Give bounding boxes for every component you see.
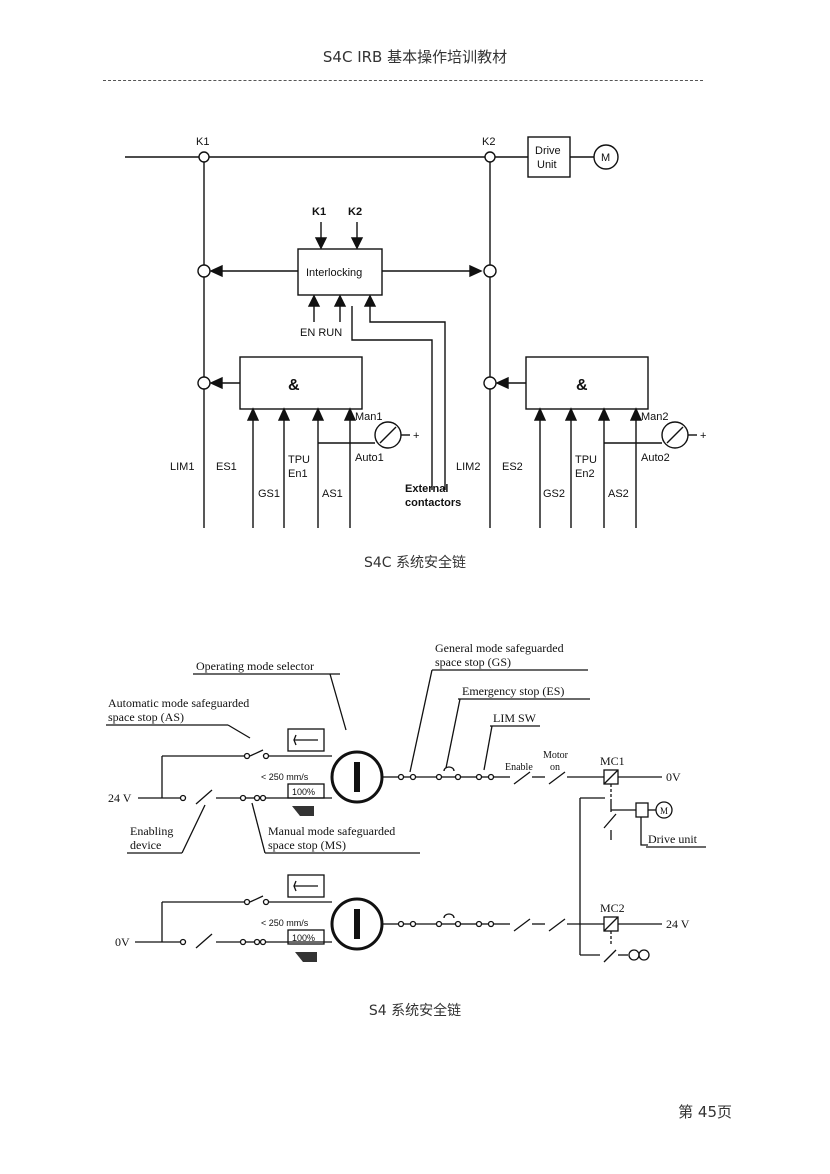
pct2-label: 100% <box>292 933 315 943</box>
drive-unit-box <box>527 136 571 178</box>
gs1-label: GS1 <box>258 488 280 500</box>
ext-line2-label: contactors <box>405 497 461 509</box>
and1-label: & <box>288 377 300 394</box>
pct1-label: 100% <box>292 787 315 797</box>
ms-line2-label: space stop (MS) <box>268 838 346 852</box>
tpu2-label: TPU <box>575 454 597 466</box>
plus1-label: + <box>413 430 419 442</box>
motor-symbol-2 <box>655 801 673 819</box>
mc2-label: MC2 <box>600 901 625 915</box>
as1-label: AS1 <box>322 488 343 500</box>
diagram1-caption: S4C 系统安全链 <box>363 555 467 571</box>
as-line1-label: Automatic mode safeguarded <box>108 696 249 710</box>
diagram2-caption: S4 系统安全链 <box>368 1003 462 1019</box>
auto-mode-icon-1 <box>287 728 325 752</box>
interlock-in-k2-label: K2 <box>348 206 362 218</box>
drive-unit-box <box>635 802 649 818</box>
enable-label: Enable <box>505 762 533 773</box>
speed2-label: < 250 mm/s <box>261 918 309 928</box>
interlocking-label: Interlocking <box>306 267 362 279</box>
op-mode-selector-label: Operating mode selector <box>196 659 314 673</box>
motor-circle <box>593 144 619 170</box>
en-run-label: EN RUN <box>300 327 342 339</box>
motor-label: M <box>601 152 610 164</box>
auto-mode-icon-2 <box>287 874 325 898</box>
drive-unit-line1-label: Drive <box>535 145 561 157</box>
v0-left-label: 0V <box>115 935 130 949</box>
en1-label: En1 <box>288 468 308 480</box>
motor-on-line2-label: on <box>550 762 560 773</box>
as-line2-label: space stop (AS) <box>108 710 184 724</box>
gs2-label: GS2 <box>543 488 565 500</box>
enabling-line1-label: Enabling <box>130 824 173 838</box>
k1-label: K1 <box>196 136 209 148</box>
man2-label: Man2 <box>641 411 669 423</box>
gs-line2-label: space stop (GS) <box>435 655 511 669</box>
interlock-in-k1-label: K1 <box>312 206 326 218</box>
and2-label: & <box>576 377 588 394</box>
motor-symbol-label: M <box>660 806 668 816</box>
hand-icon-2 <box>295 952 317 962</box>
v24-right-label: 24 V <box>666 917 690 931</box>
ms-line1-label: Manual mode safeguarded <box>268 824 395 838</box>
es1-label: ES1 <box>216 461 237 473</box>
man1-label: Man1 <box>355 411 383 423</box>
lim2-label: LIM2 <box>456 461 480 473</box>
k2-label: K2 <box>482 136 495 148</box>
auto2-label: Auto2 <box>641 452 670 464</box>
gs-line1-label: General mode safeguarded <box>435 641 564 655</box>
page-number: 第 45页 <box>678 1103 732 1121</box>
v0-top-label: 0V <box>666 770 681 784</box>
mc1-label: MC1 <box>600 754 625 768</box>
drive-unit-line2-label: Unit <box>537 159 557 171</box>
header-rule <box>103 80 703 81</box>
lim1-label: LIM1 <box>170 461 194 473</box>
ext-line1-label: External <box>405 483 448 495</box>
plus2-label: + <box>700 430 706 442</box>
auto1-label: Auto1 <box>355 452 384 464</box>
hand-icon-1 <box>292 806 314 816</box>
enabling-line2-label: device <box>130 838 161 852</box>
es-label: Emergency stop (ES) <box>462 684 564 698</box>
drive-unit-label: Drive unit <box>648 832 698 846</box>
en2-label: En2 <box>575 468 595 480</box>
tpu1-label: TPU <box>288 454 310 466</box>
es2-label: ES2 <box>502 461 523 473</box>
speed1-label: < 250 mm/s <box>261 772 309 782</box>
motor-on-line1-label: Motor <box>543 750 569 761</box>
as2-label: AS2 <box>608 488 629 500</box>
page-header: S4C IRB 基本操作培训教材 <box>322 48 508 66</box>
lim-sw-label: LIM SW <box>493 711 537 725</box>
v24-left-label: 24 V <box>108 791 132 805</box>
